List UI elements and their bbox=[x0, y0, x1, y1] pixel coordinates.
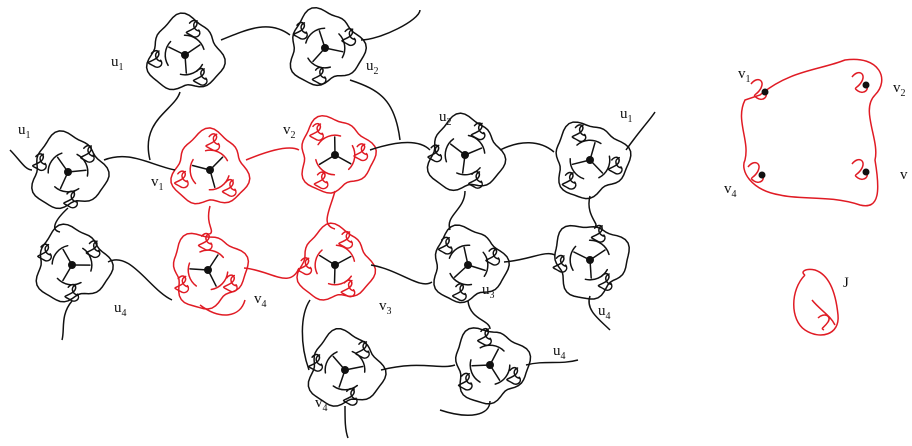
strand-1 bbox=[221, 27, 290, 40]
knot-u1-right-vertex bbox=[586, 156, 594, 164]
label-v3: v3 bbox=[379, 298, 392, 317]
label-u2-top: u2 bbox=[366, 58, 379, 77]
label-u1-left: u1 bbox=[18, 122, 31, 141]
label-u1-top: u1 bbox=[111, 54, 124, 73]
red-strand-2 bbox=[209, 206, 212, 234]
label-u4-bottom: u4 bbox=[553, 343, 566, 362]
strand-16 bbox=[504, 254, 555, 262]
knot-u4-left-vertex bbox=[68, 261, 76, 269]
knot-v2 bbox=[302, 116, 376, 193]
knot-v4 bbox=[174, 233, 249, 309]
strand-21 bbox=[345, 406, 348, 438]
strand-10 bbox=[55, 208, 68, 232]
knot-u4-left bbox=[36, 224, 113, 302]
side-diagram bbox=[741, 59, 881, 335]
strand-6 bbox=[10, 150, 32, 170]
label-u1-right: u1 bbox=[620, 106, 633, 125]
strand-13 bbox=[108, 260, 172, 300]
side-loop bbox=[741, 59, 881, 205]
strand-4 bbox=[350, 80, 400, 140]
knot-u4-bottom-vertex bbox=[486, 361, 494, 369]
knot-u2-mid-vertex bbox=[461, 151, 469, 159]
knot-u1-left-vertex bbox=[64, 168, 72, 176]
label-side-v1: v1 bbox=[738, 66, 751, 85]
strand-3 bbox=[148, 92, 180, 160]
label-side-v2: v2 bbox=[893, 80, 906, 99]
side-vertex-2 bbox=[863, 82, 870, 89]
label-u4-left: u4 bbox=[114, 300, 127, 319]
knot-v2-vertex bbox=[331, 151, 339, 159]
label-v2: v2 bbox=[283, 122, 296, 141]
knot-v3-vertex bbox=[331, 261, 339, 269]
label-u3: u3 bbox=[482, 282, 495, 301]
knot-v4-vertex bbox=[204, 266, 212, 274]
strand-7 bbox=[370, 143, 430, 151]
side-vertex-3 bbox=[759, 172, 766, 179]
strand-18 bbox=[468, 301, 490, 329]
red-strand-5 bbox=[200, 300, 245, 315]
label-knot-j: J bbox=[843, 275, 849, 291]
knot-v1 bbox=[171, 128, 250, 204]
red-strand-1 bbox=[246, 148, 299, 160]
knot-v1-vertex bbox=[206, 166, 214, 174]
label-v1: v1 bbox=[151, 174, 164, 193]
knot-u1-left bbox=[32, 131, 109, 209]
knot-u3 bbox=[434, 225, 509, 303]
side-vertex-1 bbox=[762, 89, 769, 96]
label-side-v4: v4 bbox=[724, 181, 737, 200]
strand-5 bbox=[104, 157, 175, 170]
strand-20 bbox=[381, 365, 455, 370]
strand-19 bbox=[302, 300, 310, 370]
strand-8 bbox=[500, 143, 554, 152]
strand-12 bbox=[589, 196, 596, 226]
knot-u2-top bbox=[290, 8, 366, 86]
strand-15 bbox=[371, 265, 432, 284]
label-u4-right: u4 bbox=[598, 303, 611, 322]
knot-u1-top-vertex bbox=[181, 51, 189, 59]
strand-11 bbox=[449, 191, 465, 230]
label-v4-bottom: v4 bbox=[315, 395, 328, 414]
knot-u1-top bbox=[147, 13, 226, 89]
vertex-labels: u1 u2 u1 v1 v2 u2 u1 u4 v4 v3 u3 u4 v4 u… bbox=[18, 54, 908, 414]
knot-u2-top-vertex bbox=[321, 44, 329, 52]
label-side-v3: v bbox=[900, 167, 908, 183]
red-strand-4 bbox=[244, 268, 299, 278]
knot-v3 bbox=[297, 223, 375, 300]
knot-u1-right bbox=[556, 122, 631, 199]
knot-u4-right bbox=[553, 225, 629, 299]
knot-u4-right-vertex bbox=[586, 256, 594, 264]
knot-j bbox=[794, 269, 838, 335]
label-v4: v4 bbox=[254, 291, 267, 310]
strand-22 bbox=[526, 360, 578, 365]
knot-u4-bottom bbox=[456, 328, 531, 404]
knot-u3-vertex bbox=[464, 261, 472, 269]
strand-2 bbox=[361, 10, 420, 40]
knot-v4-bottom-vertex bbox=[341, 366, 349, 374]
side-vertex-4 bbox=[863, 169, 870, 176]
strand-14 bbox=[62, 301, 72, 340]
